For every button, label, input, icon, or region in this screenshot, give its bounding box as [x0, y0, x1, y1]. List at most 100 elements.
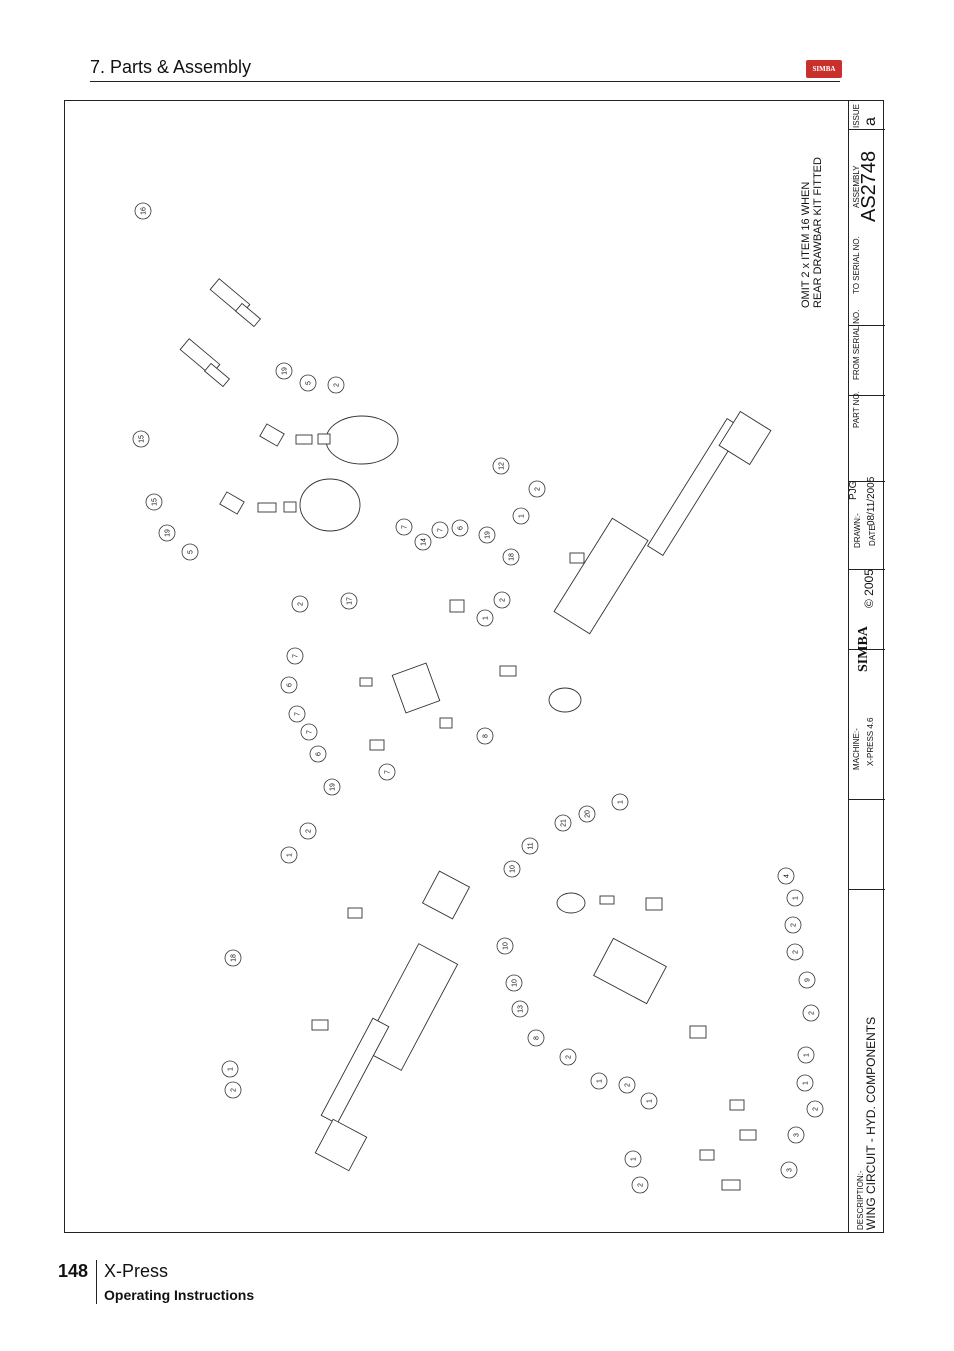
item-balloon: 2 [631, 1176, 649, 1194]
item-number: 2 [306, 829, 313, 833]
item-number: 1 [647, 1099, 654, 1103]
item-number: 8 [483, 734, 490, 738]
title-block [848, 100, 885, 1233]
item-balloon: 2 [806, 1100, 824, 1118]
item-balloon: 7 [395, 518, 413, 536]
part-no-label: PART NO. [852, 391, 861, 428]
drawn-label: DRAWN:- [853, 513, 862, 548]
accumulator-parts [219, 415, 399, 532]
item-number: 17 [347, 597, 354, 605]
item-balloon: 8 [527, 1029, 545, 1047]
item-balloon: 7 [286, 647, 304, 665]
item-number: 19 [165, 529, 172, 537]
item-number: 1 [618, 800, 625, 804]
item-number: 12 [499, 462, 506, 470]
item-number: 2 [566, 1055, 573, 1059]
item-balloon: 1 [476, 609, 494, 627]
item-number: 10 [503, 942, 510, 950]
item-balloon: 19 [275, 362, 293, 380]
item-balloon: 3 [787, 1126, 805, 1144]
item-number: 18 [509, 553, 516, 561]
item-balloon: 8 [476, 727, 494, 745]
item-balloon: 2 [528, 480, 546, 498]
item-balloon: 16 [134, 202, 152, 220]
item-number: 3 [787, 1168, 794, 1172]
item-number: 6 [287, 683, 294, 687]
item-number: 13 [518, 1005, 525, 1013]
item-number: 5 [188, 550, 195, 554]
item-number: 20 [585, 810, 592, 818]
item-number: 2 [298, 602, 305, 606]
item-number: 1 [228, 1067, 235, 1071]
section-title: 7. Parts & Assembly [90, 57, 252, 77]
item-balloon: 10 [496, 937, 514, 955]
item-number: 6 [458, 526, 465, 530]
to-serial-cell [849, 326, 885, 396]
item-balloon: 1 [640, 1092, 658, 1110]
item-balloon: 1 [786, 889, 804, 907]
item-number: 2 [638, 1183, 645, 1187]
header-rule [90, 81, 840, 82]
item-number: 2 [793, 950, 800, 954]
item-number: 15 [139, 435, 146, 443]
upper-cylinder [499, 410, 772, 713]
item-balloon: 19 [323, 778, 341, 796]
item-balloon: 6 [309, 745, 327, 763]
brand-cell [849, 650, 885, 800]
simba-logo: SIMBA [806, 60, 842, 78]
item-balloon: 2 [802, 1004, 820, 1022]
item-balloon: 5 [299, 374, 317, 392]
item-number: 4 [784, 874, 791, 878]
item-balloon: 1 [221, 1060, 239, 1078]
date-label: DATE: [868, 523, 877, 546]
from-serial-cell [849, 396, 885, 482]
description-value: WING CIRCUIT - HYD. COMPONENTS [864, 1016, 878, 1230]
item-number: 1 [519, 514, 526, 518]
from-serial-label: FROM SERIAL NO. [852, 309, 861, 380]
item-balloon: 1 [797, 1046, 815, 1064]
item-balloon: 17 [340, 592, 358, 610]
item-balloon: 19 [158, 524, 176, 542]
footer-rule [96, 1260, 97, 1304]
item-number: 2 [535, 487, 542, 491]
item-balloon: 20 [578, 805, 596, 823]
item-balloon: 2 [559, 1048, 577, 1066]
item-balloon: 7 [288, 705, 306, 723]
part-no-cell [849, 482, 885, 570]
item-number: 7 [307, 730, 314, 734]
item-balloon: 1 [512, 507, 530, 525]
item-number: 9 [805, 978, 812, 982]
item-number: 1 [804, 1053, 811, 1057]
note-line2: REAR DRAWBAR KIT FITTED [812, 157, 824, 308]
item-number: 7 [385, 770, 392, 774]
item-balloon: 4 [777, 867, 795, 885]
note-line1: OMIT 2 x ITEM 16 WHEN [800, 181, 812, 308]
item-balloon: 1 [280, 846, 298, 864]
item-balloon: 7 [300, 723, 318, 741]
item-balloon: 2 [786, 943, 804, 961]
valve-block-upper [359, 599, 465, 751]
item-number: 19 [485, 531, 492, 539]
item-balloon: 6 [451, 519, 469, 537]
item-number: 21 [561, 819, 568, 827]
item-number: 1 [803, 1081, 810, 1085]
to-serial-label: TO SERIAL NO. [852, 236, 861, 294]
machine-label: MACHINE:- [852, 728, 861, 770]
item-number: 1 [483, 616, 490, 620]
item-balloon: 2 [299, 822, 317, 840]
item-number: 15 [152, 498, 159, 506]
item-balloon: 2 [224, 1081, 242, 1099]
item-number: 7 [293, 654, 300, 658]
item-balloon: 5 [181, 543, 199, 561]
item-number: 2 [231, 1088, 238, 1092]
item-balloon: 15 [132, 430, 150, 448]
item-number: 8 [534, 1036, 541, 1040]
item-balloon: 9 [798, 971, 816, 989]
item-balloon: 12 [492, 457, 510, 475]
item-number: 19 [330, 783, 337, 791]
assembly-number: AS2748 [858, 150, 880, 222]
item-balloon: 2 [327, 376, 345, 394]
item-balloon: 2 [618, 1076, 636, 1094]
